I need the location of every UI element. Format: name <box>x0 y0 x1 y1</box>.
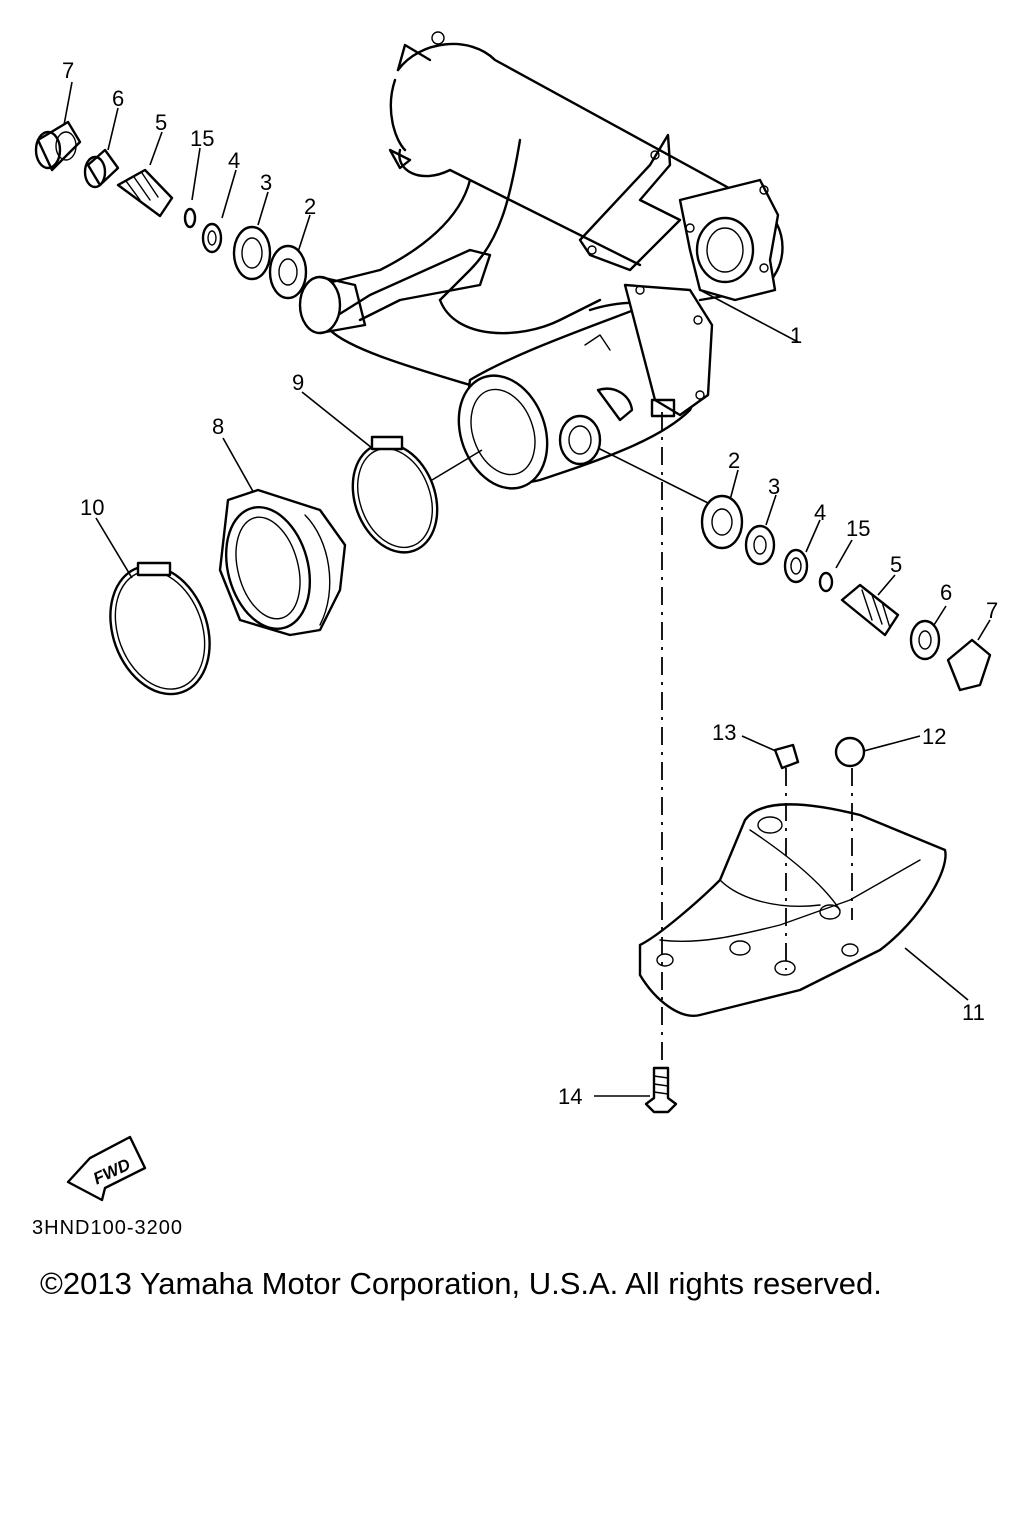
callout-1: 1 <box>790 323 802 348</box>
callout-15-right: 15 <box>846 516 870 541</box>
callout-2-left: 2 <box>304 194 316 219</box>
callout-6-left: 6 <box>112 86 124 111</box>
callout-5-left: 5 <box>155 110 167 135</box>
boot-and-clamps <box>95 391 483 696</box>
callout-4-left: 4 <box>228 148 240 173</box>
callout-3-right: 3 <box>768 474 780 499</box>
swingarm <box>298 31 784 490</box>
callout-14: 14 <box>558 1084 582 1109</box>
callout-4-right: 4 <box>814 500 826 525</box>
left-pivot-parts <box>34 81 799 343</box>
callout-labels: 7 6 5 15 4 3 2 1 9 8 10 2 3 4 15 5 6 7 1… <box>62 58 998 1109</box>
skid-plate-parts <box>594 412 969 1114</box>
copyright-notice: ©2013 Yamaha Motor Corporation, U.S.A. A… <box>40 1266 882 1301</box>
callout-10: 10 <box>80 495 104 520</box>
callout-8: 8 <box>212 414 224 439</box>
callout-6-right: 6 <box>940 580 952 605</box>
callout-2-right: 2 <box>728 448 740 473</box>
callout-5-right: 5 <box>890 552 902 577</box>
callout-7-right: 7 <box>986 598 998 623</box>
callout-3-left: 3 <box>260 170 272 195</box>
callout-13: 13 <box>712 720 736 745</box>
callout-11: 11 <box>962 1000 985 1025</box>
forward-direction-arrow: FWD <box>66 1135 147 1202</box>
callout-9: 9 <box>292 370 304 395</box>
callout-12: 12 <box>922 724 946 749</box>
right-pivot-parts <box>597 447 992 692</box>
callout-15-left: 15 <box>190 126 214 151</box>
callout-7-left: 7 <box>62 58 74 83</box>
drawing-code: 3HND100-3200 <box>32 1217 183 1239</box>
